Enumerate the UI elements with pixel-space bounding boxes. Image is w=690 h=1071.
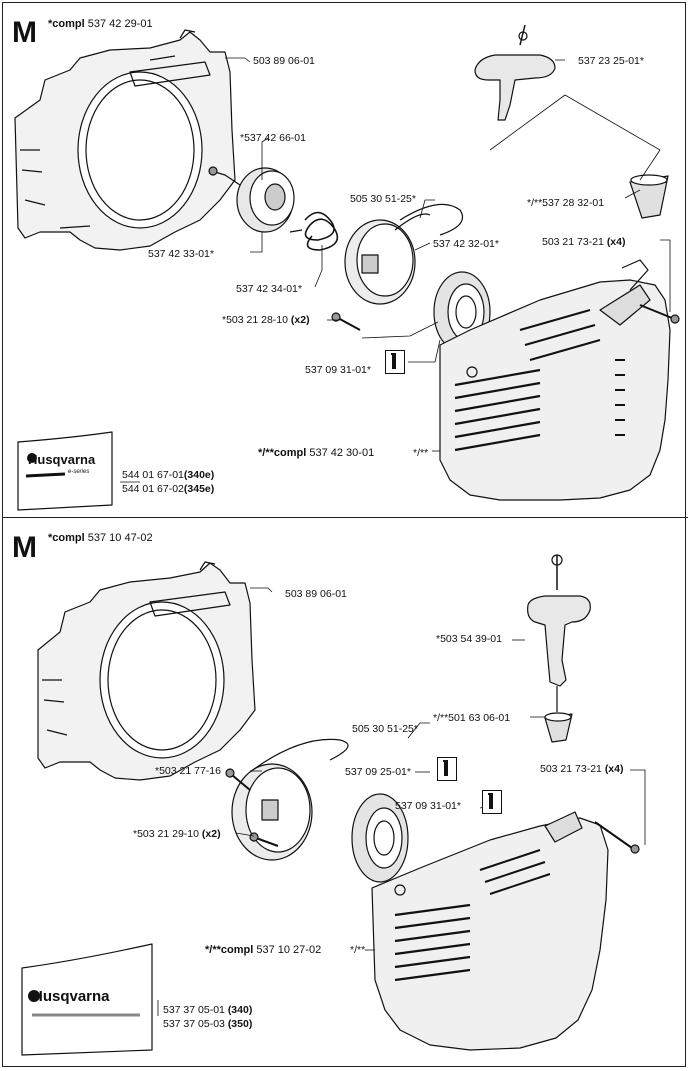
pulley-bottom	[225, 738, 349, 861]
leader-lines-top	[120, 57, 671, 483]
label-number: *503 21 29-10	[133, 828, 199, 840]
decal-top	[17, 431, 113, 511]
label-star-top: */**	[413, 447, 429, 459]
label-503-21-77-16: *503 21 77-16	[155, 765, 221, 777]
wrench-icon	[488, 793, 493, 809]
label-number: 503 21 73-21	[540, 763, 602, 775]
label-537-10-27-02: */**compl 537 10 27-02	[205, 944, 321, 956]
label-number: *503 21 28-10	[222, 314, 288, 326]
wrench-icon	[391, 353, 396, 369]
label-model: (345e)	[183, 483, 215, 495]
label-503-21-29-10: *503 21 29-10 (x2)	[133, 828, 221, 840]
label-537-09-25-01: 537 09 25-01*	[345, 766, 411, 778]
label-number: 544 01 67-02	[122, 483, 184, 495]
label-model: (340e)	[183, 469, 215, 481]
label-number: 537 42 30-01	[309, 447, 375, 459]
label-537-09-31-01-top: 537 09 31-01*	[305, 364, 371, 376]
cover-screw-bottom	[594, 821, 640, 854]
label-503-21-73-21-bottom: 503 21 73-21 (x4)	[540, 763, 624, 775]
wrench-icon	[443, 760, 448, 776]
label-505-30-51-25-bottom: 505 30 51-25*	[352, 723, 418, 735]
tool-icon-top	[385, 350, 405, 374]
label-503-89-06-01-top: 503 89 06-01	[253, 55, 315, 67]
compl-header-bottom: *compl 537 10 47-02	[48, 532, 153, 544]
label-505-30-51-25-top: 505 30 51-25*	[350, 193, 416, 205]
label-537-28-32-01: */**537 28 32-01	[527, 197, 605, 209]
label-qty: (x2)	[290, 314, 310, 326]
label-number: 537 10 27-02	[256, 944, 322, 956]
label-number: 537 37 05-01	[163, 1004, 225, 1016]
compl-prefix: *compl	[48, 18, 85, 30]
rope-guide-top	[629, 174, 669, 219]
label-qty: (x4)	[606, 236, 626, 248]
section-divider	[2, 517, 688, 518]
label-qty: (x2)	[201, 828, 221, 840]
rope-top	[399, 203, 464, 236]
crankcase-housing-bottom	[37, 561, 256, 781]
tool-icon-bottom-2	[482, 790, 502, 814]
screw-bottom	[249, 832, 279, 847]
label-537-42-66-01: *537 42 66-01	[240, 132, 306, 144]
cover-screw-top	[639, 304, 680, 324]
decal-stripe-top	[25, 472, 66, 478]
compl-header-top: *compl 537 42 29-01	[48, 18, 153, 30]
label-star-bottom: */**	[350, 944, 366, 956]
label-537-42-33-01: 537 42 33-01*	[148, 248, 214, 260]
compl-number: 537 42 29-01	[87, 18, 153, 30]
label-537-42-34-01: 537 42 34-01*	[236, 283, 302, 295]
label-503-89-06-01-bottom: 503 89 06-01	[285, 588, 347, 600]
label-537-09-31-01-bottom: 537 09 31-01*	[395, 800, 461, 812]
label-prefix: */**compl	[205, 944, 254, 956]
label-537-42-32-01: 537 42 32-01*	[433, 238, 499, 250]
starter-pulley-top	[344, 213, 431, 305]
label-prefix: */**compl	[258, 447, 307, 459]
compl-number: 537 10 47-02	[87, 532, 153, 544]
pulley-top	[208, 166, 295, 233]
starter-cover-top	[439, 259, 671, 501]
section-marker-top: M	[12, 16, 37, 49]
label-537-37-05-01: 537 37 05-01 (340)	[163, 1004, 252, 1016]
label-537-37-05-03: 537 37 05-03 (350)	[163, 1018, 252, 1030]
husqvarna-logo-marks	[27, 453, 40, 1002]
rope-guide-bottom	[544, 712, 573, 743]
label-number: 544 01 67-01	[122, 469, 184, 481]
decal-brand-bottom: Husqvarna	[32, 988, 110, 1005]
compl-prefix: *compl	[48, 532, 85, 544]
section-marker-bottom: M	[12, 531, 37, 564]
tool-icon-bottom-1	[437, 757, 457, 781]
spring-top	[289, 211, 339, 251]
recoil-spring-bottom	[351, 793, 409, 883]
label-503-21-28-10: *503 21 28-10 (x2)	[222, 314, 310, 326]
label-537-23-25-01: 537 23 25-01*	[578, 55, 644, 67]
label-544-01-67-01: 544 01 67-01(340e)	[122, 469, 214, 481]
decal-brand-top: Husqvarna	[28, 452, 96, 467]
label-544-01-67-02: 544 01 67-02(345e)	[122, 483, 214, 495]
label-number: 503 21 73-21	[542, 236, 604, 248]
label-number: 537 37 05-03	[163, 1018, 225, 1030]
label-501-63-06-01: */**501 63 06-01	[433, 712, 511, 724]
screw-top	[331, 312, 361, 331]
label-503-54-39-01: *503 54 39-01	[436, 633, 502, 645]
label-qty: (x4)	[604, 763, 624, 775]
label-model: (340)	[227, 1004, 253, 1016]
crankcase-housing-top	[14, 29, 236, 251]
starter-handle-bottom	[527, 554, 591, 712]
starter-handle-top	[474, 24, 556, 121]
decal-bottom	[21, 943, 153, 1056]
starter-cover-bottom	[371, 811, 609, 1051]
decal-series-top: e-series	[68, 469, 90, 475]
label-503-21-73-21-top: 503 21 73-21 (x4)	[542, 236, 626, 248]
label-model: (350)	[227, 1018, 253, 1030]
label-537-42-30-01: */**compl 537 42 30-01	[258, 447, 374, 459]
